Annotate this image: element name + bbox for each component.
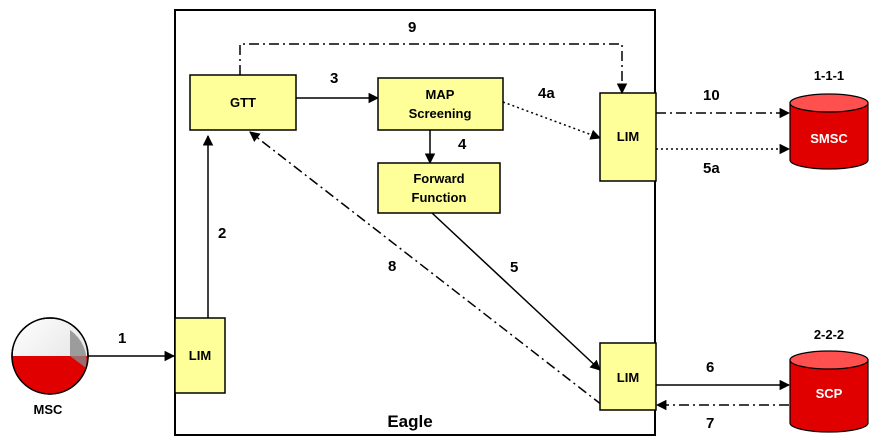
- gtt-label: GTT: [230, 95, 256, 110]
- msc-sphere-outline: [11, 317, 89, 395]
- edge-8-label: 8: [388, 258, 396, 275]
- edge-5a-label: 5a: [703, 160, 720, 177]
- lim-top-right-box: [599, 92, 657, 182]
- edge-5: [431, 212, 601, 371]
- eagle-container: [174, 9, 656, 436]
- edge-1-label: 1: [118, 330, 126, 347]
- edge-7-label: 7: [706, 415, 714, 432]
- edge-4a-label: 4a: [538, 85, 555, 102]
- scp-label: SCP: [816, 386, 843, 401]
- edge-9: [239, 43, 628, 95]
- forward-function-label-line2: Function: [412, 190, 467, 205]
- forward-function-box: [377, 162, 501, 214]
- scp-node: [789, 350, 869, 433]
- lim-bottom-right-label: LIM: [617, 370, 639, 385]
- edge-9-label: 9: [408, 19, 416, 36]
- smsc-cylinder-top: [789, 93, 869, 113]
- edge-5-label: 5: [510, 259, 518, 276]
- msc-sphere-fill: [12, 356, 88, 394]
- edge-10-label: 10: [703, 87, 720, 104]
- lim-bottom-right-box: [599, 342, 657, 411]
- lim-top-right-label: LIM: [617, 129, 639, 144]
- smsc-cylinder-body: [789, 102, 869, 170]
- lim-left-box: [174, 317, 226, 394]
- scp-address: 2-2-2: [814, 327, 844, 342]
- map-screening-label-line2: Screening: [409, 106, 472, 121]
- edge-4a: [502, 101, 601, 140]
- edge-6-label: 6: [706, 359, 714, 376]
- edge-4-label: 4: [458, 136, 467, 153]
- lim-left-label: LIM: [189, 348, 211, 363]
- map-screening-label-line1: MAP: [426, 87, 455, 102]
- msc-node: [11, 317, 89, 395]
- forward-function-label-line1: Forward: [413, 171, 464, 186]
- smsc-node: [789, 93, 869, 170]
- edge-2-label: 2: [218, 225, 226, 242]
- scp-cylinder-top: [789, 350, 869, 370]
- edge-3-label: 3: [330, 70, 338, 87]
- smsc-address: 1-1-1: [814, 68, 844, 83]
- edge-8: [249, 131, 603, 406]
- msc-label: MSC: [34, 402, 64, 417]
- gtt-box: [189, 74, 297, 131]
- scp-cylinder-body: [789, 359, 869, 433]
- map-screening-box: [377, 77, 504, 131]
- msc-sphere-shade: [70, 330, 87, 368]
- eagle-label: Eagle: [387, 412, 432, 431]
- smsc-label: SMSC: [810, 131, 848, 146]
